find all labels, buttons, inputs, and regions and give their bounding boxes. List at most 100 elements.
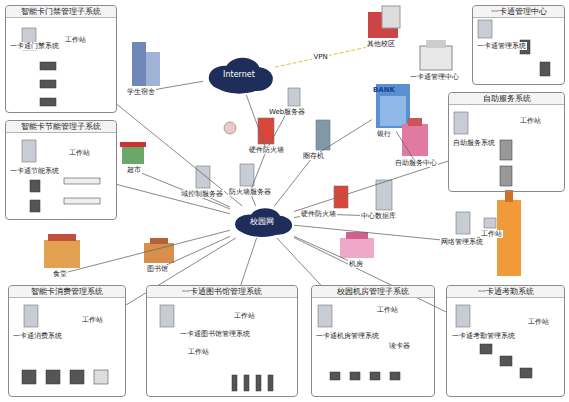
network-link [252, 154, 265, 188]
device-label: 食堂 [52, 270, 68, 278]
subsystem-panel: 智能卡消费管理系统一卡通消费系统工作站 [8, 285, 126, 397]
device-label: 一卡通门禁系统 [9, 42, 60, 50]
node-text: 读卡器 [388, 342, 411, 350]
node-text: 硬件防火墙 [248, 146, 285, 154]
node-text: Web服务器 [268, 108, 306, 116]
device-label: 工作站 [81, 316, 104, 324]
device-label: 一卡通节能系统 [9, 167, 60, 175]
node-text: Internet [222, 70, 256, 79]
device-label: 网络管理系统 [440, 238, 484, 246]
node-text: 自助服务系统 [452, 139, 496, 147]
panel-title: 智能卡门禁管理子系统 [6, 6, 116, 18]
device-label: 一卡通管理系统 [476, 42, 527, 50]
node-text: 工作站 [376, 306, 399, 314]
node-text: BANK [372, 86, 396, 94]
network-link [294, 225, 440, 240]
device-label: 圈存机 [302, 152, 325, 160]
subsystem-panel: 自助服务系统自助服务系统工作站 [448, 92, 565, 192]
node-text: 工作站 [233, 312, 256, 320]
device-label: 中心数据库 [360, 212, 397, 220]
node-text: 一卡通管理系统 [476, 42, 527, 50]
device-label: 硬件防火墙 [248, 146, 285, 154]
network-link [294, 238, 446, 312]
node-text: 一卡通机房管理系统 [315, 332, 380, 340]
node-text: 其他校区 [366, 40, 396, 48]
node-text: 银行 [372, 130, 396, 138]
panel-title: 校园机房管理子系统 [312, 286, 434, 298]
device-label: 工作站 [519, 117, 542, 125]
device-label: 学生宿舍 [126, 88, 156, 96]
device-label: 自助服务中心 [394, 159, 438, 167]
network-link [252, 196, 256, 206]
node-text: 一卡通图书馆管理系统 [179, 330, 251, 338]
device-label: 一卡通机房管理系统 [315, 332, 380, 340]
device-label: 一卡通考勤管理系统 [451, 332, 516, 340]
node-text: 工作站 [68, 149, 91, 157]
node-text: 防火墙服务器 [228, 188, 272, 196]
network-link [275, 47, 366, 67]
device-label: 其他校区 [366, 40, 396, 48]
node-text: 工作站 [187, 348, 210, 356]
node-text: 一卡通考勤管理系统 [451, 332, 516, 340]
device-label: 读卡器 [388, 342, 411, 350]
device-label: 图书馆 [146, 265, 169, 273]
network-link [269, 116, 285, 146]
panel-title: 一卡通图书馆管理系统 [147, 286, 297, 298]
node-text: 图书馆 [146, 265, 169, 273]
panel-title: 自助服务系统 [449, 93, 564, 105]
subsystem-panel: 一卡通图书馆管理系统一卡通图书馆管理系统工作站工作站 [146, 285, 298, 397]
network-link [241, 238, 257, 285]
node-text: 超市 [126, 166, 142, 174]
device-label: 工作站 [480, 230, 503, 238]
buildings [44, 6, 521, 276]
device-label: 一卡通管理中心 [409, 73, 460, 81]
node-text: 网络管理系统 [440, 238, 484, 246]
device-label: 工作站 [64, 36, 87, 44]
device-label: 工作站 [68, 149, 91, 157]
device-label: 超市 [126, 166, 142, 174]
node-text: 工作站 [480, 230, 503, 238]
network-link [117, 104, 242, 206]
bank-building: BANK 银行 [372, 86, 396, 138]
node-text: 机房 [348, 260, 364, 268]
subsystem-panel: 一卡通管理中心一卡通管理系统 [472, 5, 565, 85]
device-label: 工作站 [376, 306, 399, 314]
device-label: 工作站 [527, 318, 550, 326]
network-link [117, 184, 230, 213]
device-label: 防火墙服务器 [228, 188, 272, 196]
network-link [277, 238, 321, 285]
node-text: 一卡通节能系统 [9, 167, 60, 175]
subsystem-panel: 智能卡门禁管理子系统一卡通门禁系统工作站 [5, 5, 117, 113]
network-cloud: 校园网 [230, 206, 294, 238]
device-label: 域控制服务器 [180, 190, 224, 198]
devices [22, 20, 496, 327]
network-cloud: Internet [203, 55, 275, 95]
network-link [246, 95, 265, 146]
subsystem-panel: 校园机房管理子系统一卡通机房管理系统 工作站读卡器 [311, 285, 435, 397]
node-text: 硬件防火墙 [300, 210, 337, 218]
subsystem-panel: 智能卡节能管理子系统一卡通节能系统工作站 [5, 120, 117, 220]
node-text: 食堂 [52, 270, 68, 278]
device-label: Web服务器 [268, 108, 306, 116]
network-link [274, 160, 310, 206]
subsystem-panel: 一卡通考勤系统一卡通考勤管理系统工作站 [446, 285, 565, 397]
network-link [337, 214, 360, 216]
node-text: 工作站 [81, 316, 104, 324]
device-label: 一卡通消费系统 [12, 332, 63, 340]
network-link [396, 131, 413, 159]
network-link [142, 173, 230, 209]
network-link [320, 120, 372, 152]
node-text: 工作站 [64, 36, 87, 44]
device-label: 工作站 [187, 348, 210, 356]
link-label: VPN [312, 53, 328, 61]
device-label: 机房 [348, 260, 364, 268]
device-label: 工作站 [233, 312, 256, 320]
node-text: 校园网 [249, 217, 275, 226]
node-text: 自助服务中心 [394, 159, 438, 167]
panel-title: 一卡通管理中心 [473, 6, 564, 18]
node-text: 工作站 [527, 318, 550, 326]
device-label: 硬件防火墙 [300, 210, 337, 218]
